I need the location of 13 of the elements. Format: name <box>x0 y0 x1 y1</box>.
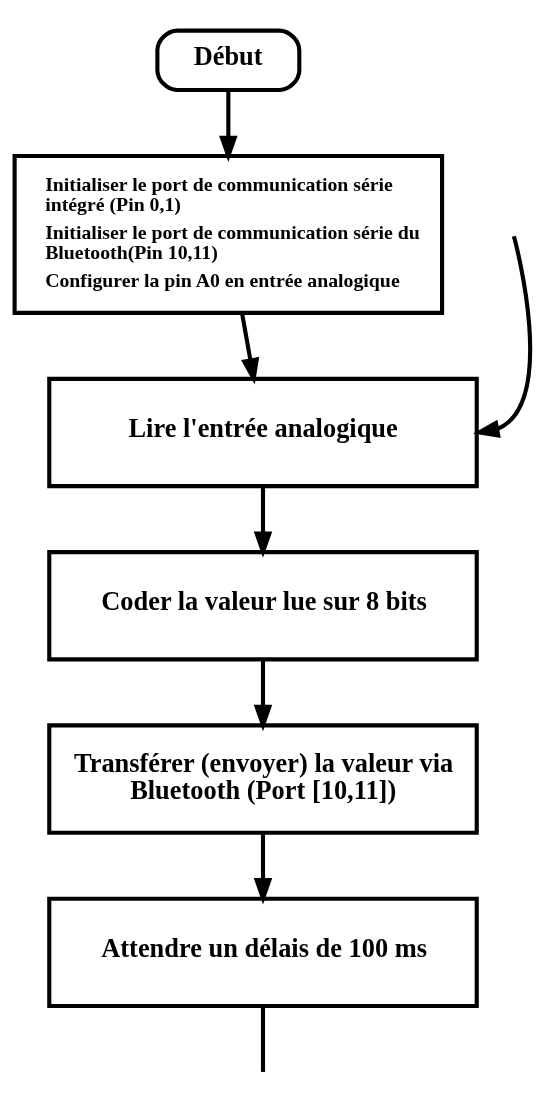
node-box: Transférer (envoyer) la valeur via Bluetooth (Port [10,11]) <box>47 722 479 835</box>
node-box: Coder la valeur lue sur 8 bits <box>47 549 479 661</box>
node-box: Lire l'entrée analogique <box>47 376 479 488</box>
arrow <box>219 89 238 162</box>
node-box: Attendre un délais de 100 ms <box>47 896 479 1008</box>
node-box: Initialiser le port de communication série intégré (Pin 0,1) Initialiser le port de communication série du Bluetooth(Pin 10,11) Configurer la pin A0 en entrée analogique <box>12 153 445 315</box>
arrow <box>253 832 273 904</box>
arrow <box>240 312 260 385</box>
arrow <box>253 486 273 558</box>
connector <box>260 1005 266 1072</box>
arrow <box>473 235 533 438</box>
node-box: Début <box>155 28 302 92</box>
arrow <box>253 659 273 731</box>
